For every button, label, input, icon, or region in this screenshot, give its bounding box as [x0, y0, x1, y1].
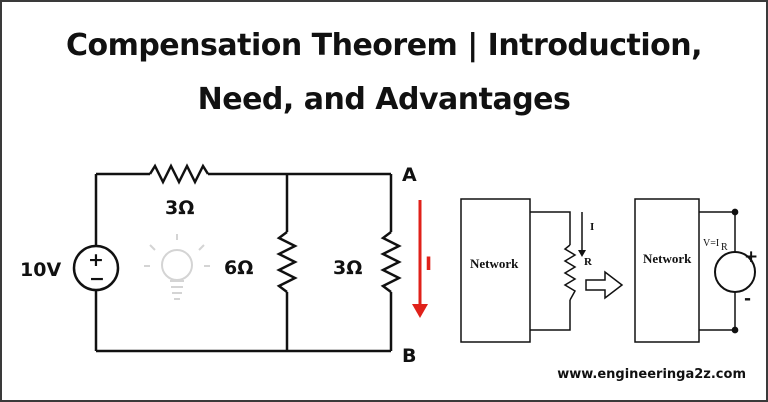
- network-resistor-label: R: [584, 256, 593, 268]
- left-network-block: [460, 198, 531, 343]
- current-arrow-icon: [412, 200, 428, 318]
- circuit-diagram: [72, 163, 402, 353]
- source-minus-sign: −: [89, 268, 105, 290]
- right-resistor: [380, 231, 402, 293]
- network-current-label: I: [590, 221, 594, 233]
- source-plus-label: +: [744, 247, 758, 267]
- page-title-line-2: Need, and Advantages: [197, 82, 571, 117]
- series-resistor: [148, 163, 210, 185]
- series-resistor-label: 3Ω: [165, 197, 194, 219]
- voltage-source-icon: [72, 244, 120, 292]
- source-wire: [699, 211, 736, 331]
- right-network-label: Network: [643, 251, 692, 266]
- left-network-label: Network: [470, 256, 519, 271]
- middle-resistor-label: 6Ω: [224, 257, 253, 279]
- source-minus-label: -: [744, 289, 751, 309]
- page-title-line-1: Compensation Theorem | Introduction,: [65, 28, 703, 63]
- source-voltage-label: 10V: [20, 259, 61, 281]
- middle-resistor: [276, 231, 298, 293]
- lightbulb-watermark-icon: [144, 234, 210, 300]
- compensation-voltage-subscript: R: [721, 242, 728, 253]
- hollow-arrow-icon: [585, 270, 624, 300]
- node-a-label: A: [402, 164, 417, 186]
- branch-wire: [530, 211, 571, 331]
- current-label: I: [425, 253, 432, 275]
- source-plus-sign: +: [88, 249, 104, 271]
- network-diagram: [460, 198, 756, 343]
- compensation-voltage-label: V=I: [703, 238, 719, 249]
- compensation-source-icon: [714, 251, 756, 293]
- right-resistor-label: 3Ω: [333, 257, 362, 279]
- node-b-label: B: [402, 345, 416, 367]
- variable-resistor: [563, 244, 577, 301]
- website-url: www.engineeringa2z.com: [557, 367, 746, 382]
- right-network-block: [634, 198, 700, 343]
